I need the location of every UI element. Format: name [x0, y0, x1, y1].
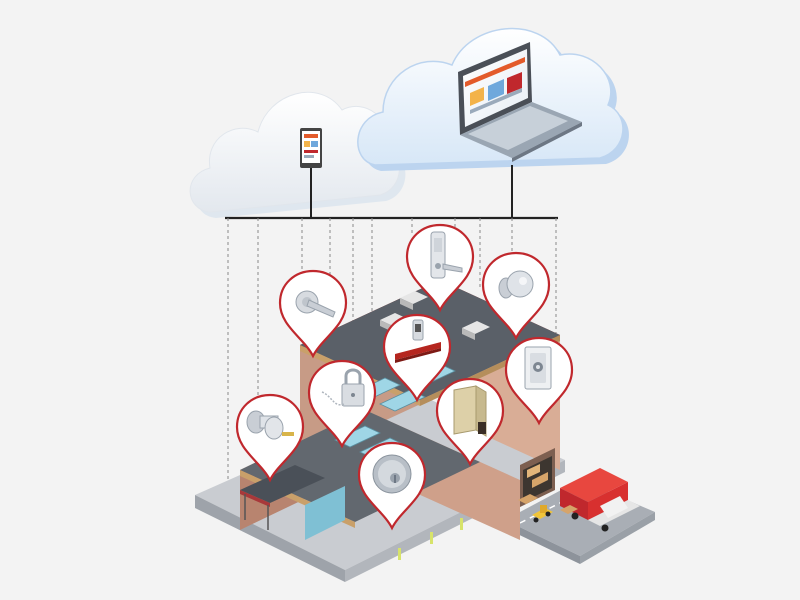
pin-exit-device[interactable] — [382, 313, 452, 403]
tablet-icon — [300, 128, 322, 168]
keypad-lever-lock-icon — [430, 231, 463, 279]
pin-mortise-cylinder[interactable] — [357, 441, 427, 531]
pin-access-reader[interactable] — [504, 336, 574, 426]
door-knob-icon — [498, 270, 534, 299]
device-pins — [235, 223, 574, 531]
bollards — [398, 518, 463, 560]
deadbolt-icon — [246, 410, 294, 440]
entrance-canopy — [240, 465, 325, 530]
forklift — [518, 494, 578, 523]
delivery-truck — [560, 468, 640, 532]
pin-lever-handle[interactable] — [278, 269, 348, 359]
pin-padlock[interactable] — [307, 359, 377, 449]
access-reader-icon — [524, 346, 552, 390]
exit-device-keypad-icon — [395, 319, 441, 363]
padlock-icon — [321, 368, 365, 407]
cloud-connectors — [225, 165, 558, 220]
mortise-cylinder-icon — [372, 454, 412, 494]
pin-keypad-lever[interactable] — [405, 223, 475, 313]
control-panel-box-icon — [453, 385, 487, 437]
lever-handle-icon — [295, 290, 336, 318]
pin-control-panel[interactable] — [435, 377, 505, 467]
pin-deadbolt[interactable] — [235, 393, 305, 483]
pin-door-knob[interactable] — [481, 251, 551, 341]
laptop-icon — [458, 42, 582, 162]
loading-dock — [520, 448, 555, 507]
